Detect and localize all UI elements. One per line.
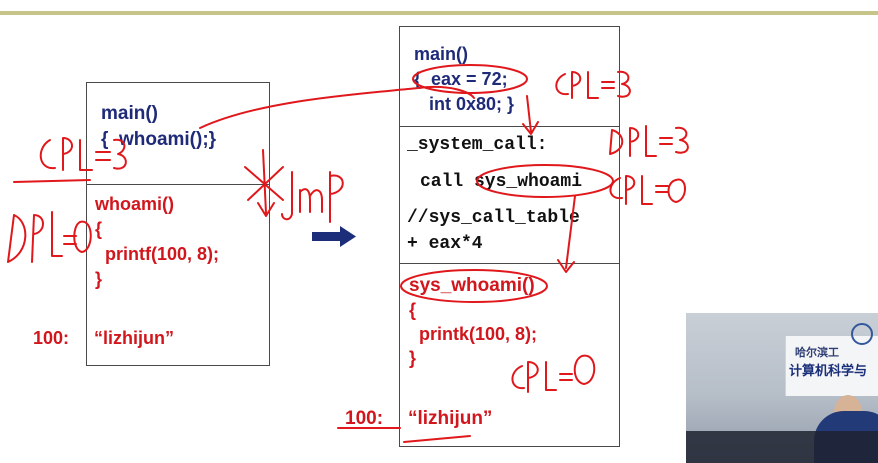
user-process-memory-box xyxy=(86,82,270,366)
box-separator xyxy=(400,126,619,127)
left-string-value: “lizhijun” xyxy=(94,328,174,348)
right-address-label: 100: xyxy=(345,408,384,429)
annotation-cpl0-right xyxy=(609,175,686,205)
slide-header-rule xyxy=(0,11,878,15)
webcam-feed: 哈尔滨工 计算机科学与 xyxy=(686,313,878,463)
left-main-line-2: { whoami();} xyxy=(101,129,217,150)
webcam-foreground-shadow xyxy=(686,431,878,463)
syscall-table-offset: + eax*4 xyxy=(407,234,483,254)
right-string-value: “lizhijun” xyxy=(408,408,493,429)
left-func-line-1: whoami() xyxy=(95,194,174,214)
annotation-dpl0-left xyxy=(7,211,92,263)
transition-arrow-icon xyxy=(312,226,356,247)
box-separator xyxy=(87,184,269,185)
annotation-jmp-text xyxy=(281,171,344,223)
annotation-underline-left xyxy=(13,179,91,183)
left-main-line-1: main() xyxy=(101,103,158,124)
annotation-dpl3-right xyxy=(609,125,689,157)
right-main-line-1: main() xyxy=(414,44,468,64)
webcam-sign-text-1: 哈尔滨工 xyxy=(795,347,839,359)
kernel-func-line-3: printk(100, 8); xyxy=(409,324,538,344)
right-main-line-3: int 0x80; } xyxy=(414,94,515,114)
left-address-label: 100: xyxy=(33,328,70,348)
syscall-call-line: call sys_whoami xyxy=(420,172,583,192)
left-func-line-3: printf(100, 8); xyxy=(95,244,220,264)
syscall-label: _system_call: xyxy=(407,135,548,155)
kernel-func-line-1: sys_whoami() xyxy=(409,275,535,296)
kernel-func-line-2: { xyxy=(409,300,417,320)
webcam-sign-text-2: 计算机科学与 xyxy=(789,363,868,378)
box-separator xyxy=(400,263,619,264)
university-logo-icon xyxy=(851,323,873,345)
kernel-func-line-4: } xyxy=(409,348,417,368)
syscall-table-comment: //sys_call_table xyxy=(407,208,580,228)
webcam-background-sign xyxy=(785,336,878,396)
right-main-line-2: { eax = 72; xyxy=(414,69,508,89)
left-func-line-2: { xyxy=(95,219,103,239)
left-func-line-4: } xyxy=(95,269,103,289)
